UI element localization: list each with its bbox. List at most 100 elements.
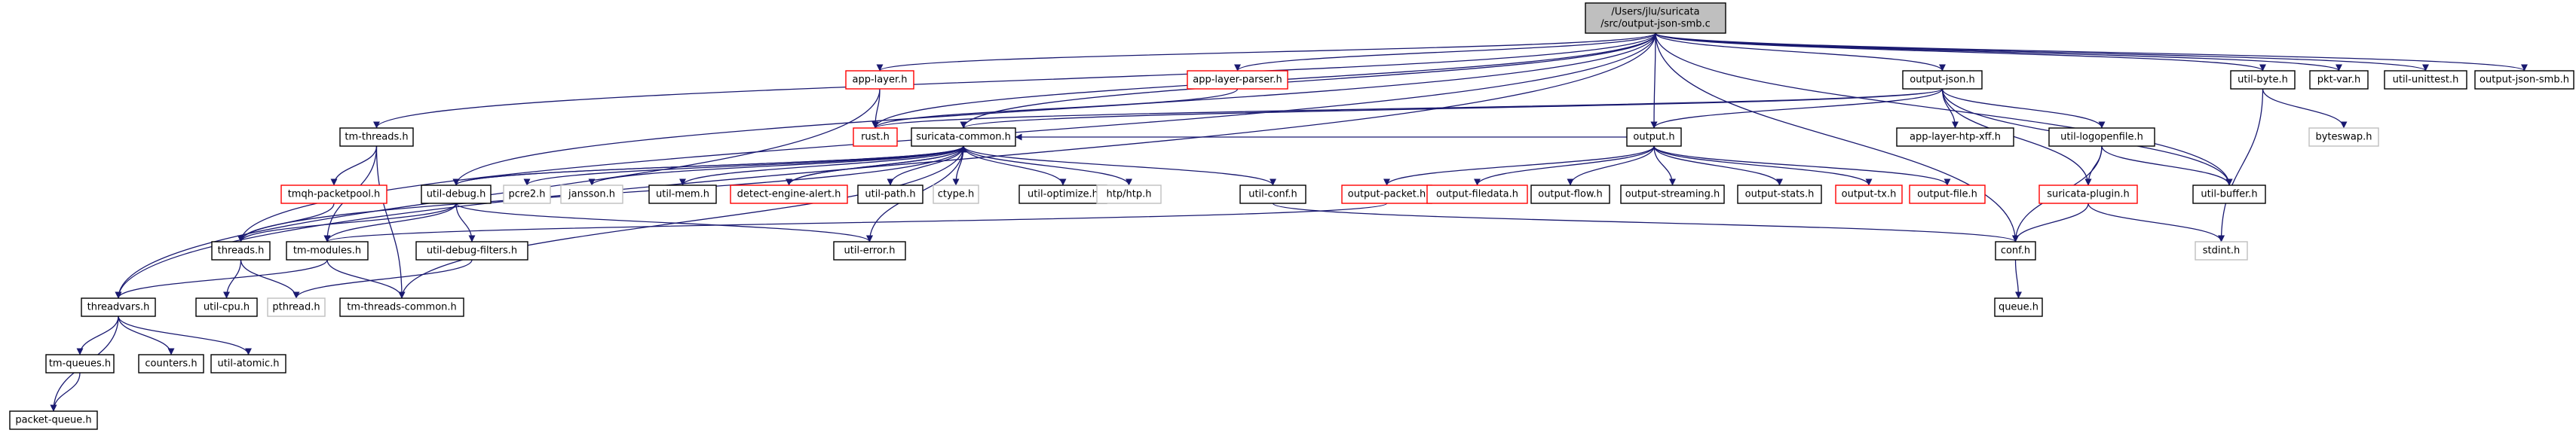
edge-root-to-util-unittest xyxy=(1655,32,2429,72)
node-label: tm-modules.h xyxy=(293,245,361,257)
node-output-streaming[interactable]: output-streaming.h xyxy=(1620,184,1725,204)
node-output-tx[interactable]: output-tx.h xyxy=(1835,184,1903,204)
node-tm-threads[interactable]: tm-threads.h xyxy=(339,127,414,147)
node-threadvars[interactable]: threadvars.h xyxy=(81,297,156,317)
node-box xyxy=(1626,127,1682,147)
node-tmqh-packetpool[interactable]: tmqh-packetpool.h xyxy=(280,184,387,204)
node-util-mem[interactable]: util-mem.h xyxy=(648,184,717,204)
edge-output-to-output-stats xyxy=(1653,145,1783,186)
node-output-json-smb-h[interactable]: output-json-smb.h xyxy=(2474,70,2574,90)
edges-layer xyxy=(50,32,2528,412)
node-label: jansson.h xyxy=(568,189,615,200)
node-app-layer[interactable]: app-layer.h xyxy=(845,70,914,90)
node-box xyxy=(421,184,492,204)
edge-root-to-conf xyxy=(1655,32,2020,242)
node-label: app-layer.h xyxy=(853,75,908,86)
edge-util-byte-to-stdint xyxy=(2217,88,2264,242)
node-htp[interactable]: htp/htp.h xyxy=(1096,184,1162,204)
node-util-byte[interactable]: util-byte.h xyxy=(2230,70,2296,90)
node-box xyxy=(1187,70,1288,90)
edge-util-debug-to-util-debug-filters xyxy=(455,203,476,242)
node-suricata-common[interactable]: suricata-common.h xyxy=(911,127,1016,147)
node-label: byteswap.h xyxy=(2315,132,2372,143)
node-util-conf[interactable]: util-conf.h xyxy=(1239,184,1306,204)
node-byteswap[interactable]: byteswap.h xyxy=(2308,127,2379,147)
edge-util-debug-to-util-error xyxy=(455,203,873,242)
node-box xyxy=(1909,184,1986,204)
edge-suricata-common-to-util-conf xyxy=(963,145,1276,186)
node-label: threads.h xyxy=(218,245,265,257)
node-jansson[interactable]: jansson.h xyxy=(560,184,623,204)
node-label: util-error.h xyxy=(844,245,896,257)
node-box xyxy=(1896,127,2014,147)
node-label: threadvars.h xyxy=(87,302,150,313)
node-output-file[interactable]: output-file.h xyxy=(1909,184,1986,204)
node-tm-threads-common[interactable]: tm-threads-common.h xyxy=(339,297,464,317)
node-pcre2[interactable]: pcre2.h xyxy=(503,184,551,204)
node-box xyxy=(1835,184,1903,204)
node-util-atomic[interactable]: util-atomic.h xyxy=(210,354,286,374)
node-box xyxy=(195,297,258,317)
node-label: htp/htp.h xyxy=(1107,189,1152,200)
node-label: /Users/jlu/suricata xyxy=(1611,7,1699,18)
node-util-optimize[interactable]: util-optimize.h xyxy=(1018,184,1107,204)
node-app-layer-parser[interactable]: app-layer-parser.h xyxy=(1187,70,1288,90)
edge-threadvars-to-counters xyxy=(118,316,175,355)
node-util-debug-filters[interactable]: util-debug-filters.h xyxy=(415,241,528,261)
node-box xyxy=(339,127,414,147)
node-util-path[interactable]: util-path.h xyxy=(857,184,924,204)
node-queue[interactable]: queue.h xyxy=(1994,297,2043,317)
node-box xyxy=(81,297,156,317)
node-conf[interactable]: conf.h xyxy=(1995,241,2036,261)
edge-threadvars-to-util-atomic xyxy=(118,316,252,355)
node-util-cpu[interactable]: util-cpu.h xyxy=(195,297,258,317)
node-util-buffer[interactable]: util-buffer.h xyxy=(2192,184,2266,204)
edge-threadvars-to-tm-queues xyxy=(76,316,119,355)
node-app-layer-htp-xff[interactable]: app-layer-htp-xff.h xyxy=(1896,127,2014,147)
node-pkt-var[interactable]: pkt-var.h xyxy=(2309,70,2369,90)
node-output-stats[interactable]: output-stats.h xyxy=(1737,184,1822,204)
edge-root-to-util-buffer xyxy=(1655,32,2233,186)
node-label: output-stats.h xyxy=(1745,189,1815,200)
node-ctype[interactable]: ctype.h xyxy=(933,184,979,204)
node-stdint[interactable]: stdint.h xyxy=(2195,241,2248,261)
node-output[interactable]: output.h xyxy=(1626,127,1682,147)
node-output-flow[interactable]: output-flow.h xyxy=(1530,184,1610,204)
edge-output-to-output-streaming xyxy=(1653,145,1677,186)
nodes-layer: /Users/jlu/suricata/src/output-json-smb.… xyxy=(9,2,2574,430)
node-output-filedata[interactable]: output-filedata.h xyxy=(1426,184,1528,204)
node-box xyxy=(503,184,551,204)
node-root[interactable]: /Users/jlu/suricata/src/output-json-smb.… xyxy=(1585,2,1726,34)
node-output-packet[interactable]: output-packet.h xyxy=(1341,184,1432,204)
edge-conf-to-queue xyxy=(2014,259,2023,299)
node-util-logopenfile[interactable]: util-logopenfile.h xyxy=(2048,127,2155,147)
node-box xyxy=(1995,241,2036,261)
edge-suricata-common-to-pcre2 xyxy=(523,145,964,186)
node-output-json[interactable]: output-json.h xyxy=(1902,70,1983,90)
node-threads[interactable]: threads.h xyxy=(211,241,271,261)
node-box xyxy=(1737,184,1822,204)
node-packet-queue[interactable]: packet-queue.h xyxy=(9,410,98,430)
edge-util-debug-to-suricata-common xyxy=(455,145,967,186)
node-detect-engine-alert[interactable]: detect-engine-alert.h xyxy=(730,184,848,204)
node-util-debug[interactable]: util-debug.h xyxy=(421,184,492,204)
node-label: util-path.h xyxy=(865,189,915,200)
edge-output-packet-to-tm-modules xyxy=(323,203,1388,242)
edge-util-logopenfile-to-suricata-plugin xyxy=(2084,145,2103,186)
node-label: pkt-var.h xyxy=(2317,75,2360,86)
node-suricata-plugin[interactable]: suricata-plugin.h xyxy=(2038,184,2138,204)
node-box xyxy=(9,410,98,430)
edge-output-to-output-file xyxy=(1653,145,1951,186)
edge-root-to-app-layer xyxy=(876,32,1656,72)
node-counters[interactable]: counters.h xyxy=(138,354,204,374)
node-tm-queues[interactable]: tm-queues.h xyxy=(45,354,115,374)
edge-root-to-app-layer-parser xyxy=(1234,32,1656,72)
node-tm-modules[interactable]: tm-modules.h xyxy=(286,241,369,261)
edge-suricata-common-to-util-mem xyxy=(679,145,964,186)
node-rust[interactable]: rust.h xyxy=(853,127,898,147)
node-util-unittest[interactable]: util-unittest.h xyxy=(2384,70,2467,90)
node-util-error[interactable]: util-error.h xyxy=(833,241,906,261)
edge-app-layer-parser-to-rust xyxy=(871,88,1239,129)
node-pthread[interactable]: pthread.h xyxy=(267,297,326,317)
